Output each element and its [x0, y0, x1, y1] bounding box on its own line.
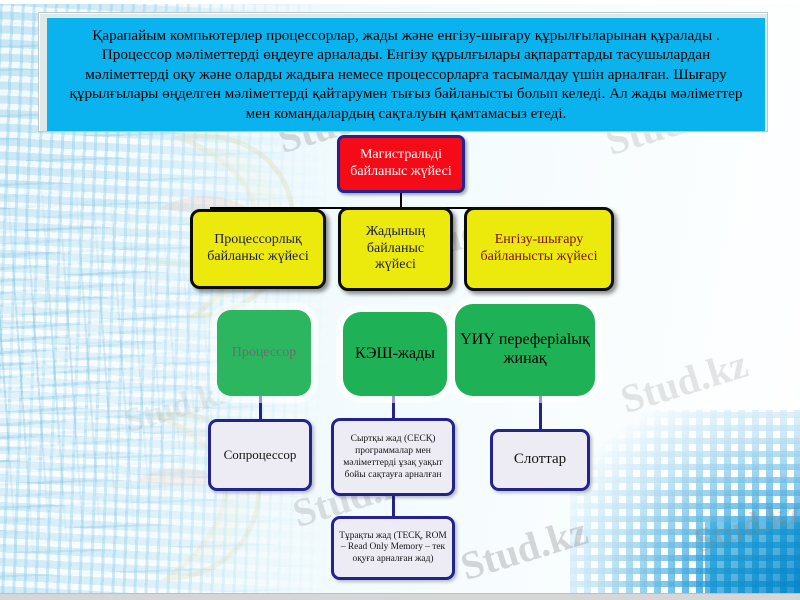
node-bus-connection-system[interactable]: Магистральді байланыс жүйесі	[337, 135, 465, 193]
node-cache-memory[interactable]: КЭШ-жады	[343, 312, 447, 396]
background-mosaic-block	[705, 522, 800, 600]
node-memory-connection-system[interactable]: Жадының байланыс жүйесі	[338, 207, 453, 291]
slide-bottom-edge	[0, 593, 800, 600]
node-label: Сыртқы жад (СЕСҚ) программалар мен мәлім…	[343, 433, 443, 480]
node-slots[interactable]: Слоттар	[490, 429, 590, 491]
node-label: Процессорлық байланыс жүйесі	[207, 232, 309, 264]
connector-cache-to-external-memory	[392, 396, 395, 418]
node-label: Сопроцессор	[223, 447, 297, 463]
intro-banner-text: Қарапайым компьютерлер процессорлар, жад…	[69, 26, 743, 122]
intro-banner: Қарапайым компьютерлер процессорлар, жад…	[47, 18, 765, 131]
node-label: Процессор	[231, 344, 297, 360]
node-label: Жадының байланыс жүйесі	[365, 223, 426, 273]
node-processor[interactable]: Процессор	[217, 310, 311, 396]
node-external-memory[interactable]: Сыртқы жад (СЕСҚ) программалар мен мәлім…	[331, 418, 455, 496]
node-label: Тұрақты жад (ТЕСҚ, ROM – Read Only Memor…	[339, 530, 447, 564]
node-io-connection-system[interactable]: Енгізу-шығару байланысты жүйесі	[464, 207, 614, 291]
node-label: Магистральді байланыс жүйесі	[350, 147, 452, 179]
connector-external-to-rom	[392, 496, 395, 516]
node-processor-connection-system[interactable]: Процессорлық байланыс жүйесі	[190, 209, 326, 289]
connector-peripheral-to-slots	[539, 396, 542, 429]
node-label: Слоттар	[513, 451, 567, 468]
connector-processor-to-coprocessor	[259, 396, 262, 419]
node-rom-memory[interactable]: Тұрақты жад (ТЕСҚ, ROM – Read Only Memor…	[331, 516, 455, 580]
node-peripheral-set[interactable]: ҮИҮ переферialық жинақ	[455, 304, 595, 396]
slide-top-edge	[0, 0, 800, 4]
node-label: ҮИҮ переферialық жинақ	[460, 331, 590, 367]
node-coprocessor[interactable]: Сопроцессор	[208, 419, 312, 491]
node-label: Енгізу-шығару байланысты жүйесі	[480, 232, 598, 264]
connector-root-stem	[400, 193, 402, 209]
node-label: КЭШ-жады	[355, 345, 435, 363]
